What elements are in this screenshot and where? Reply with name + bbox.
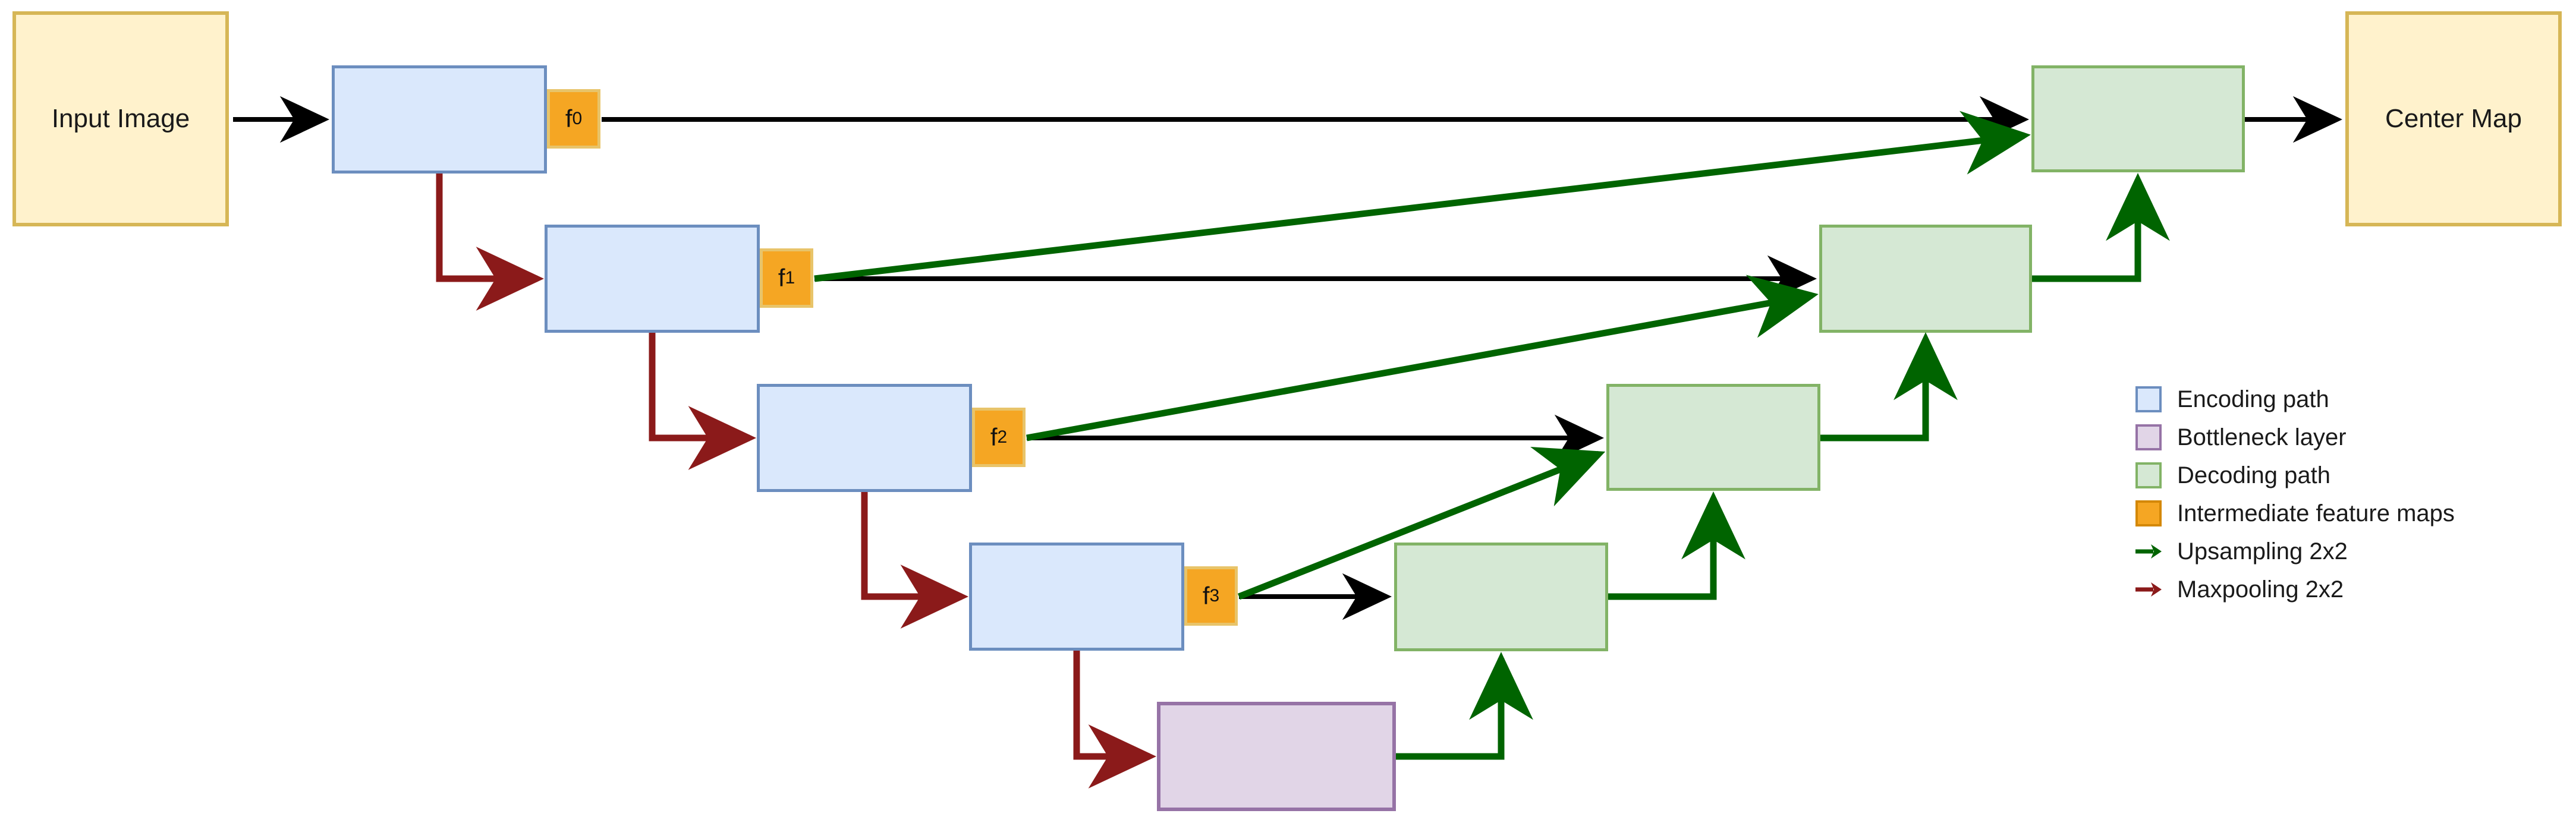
- feature-map-f1-base: f: [778, 264, 785, 292]
- edge-upsample-decoder3-to-decoder2: [1608, 491, 1745, 600]
- feature-map-f2-base: f: [990, 423, 998, 451]
- decoder-block-3: [1394, 543, 1608, 651]
- edge-maxpool-encoder1-to-encoder2: [649, 333, 757, 470]
- legend-item-decoding-path: Decoding path: [2135, 456, 2455, 494]
- legend-item-feature-maps: Intermediate feature maps: [2135, 494, 2455, 532]
- legend-item-bottleneck-layer: Bottleneck layer: [2135, 418, 2455, 456]
- decoder-block-0: [2031, 65, 2245, 172]
- edge-maxpool-encoder0-to-encoder1: [436, 174, 545, 311]
- legend-label-encoding-path: Encoding path: [2177, 386, 2329, 412]
- legend-label-feature-maps: Intermediate feature maps: [2177, 500, 2455, 526]
- edge-maxpool-encoder2-to-encoder3: [861, 492, 969, 629]
- legend-label-bottleneck-layer: Bottleneck layer: [2177, 424, 2347, 450]
- legend-label-upsampling: Upsampling 2x2: [2177, 538, 2348, 565]
- feature-maps-swatch-icon: [2135, 500, 2162, 526]
- decoding-path-swatch-icon: [2135, 462, 2162, 488]
- center-map-node: Center Map: [2345, 11, 2562, 226]
- bottleneck-block: [1157, 702, 1396, 811]
- encoder-block-2: [757, 384, 972, 492]
- input-image-node: Input Image: [12, 11, 229, 226]
- maxpooling-arrow-icon: [2135, 576, 2162, 603]
- upsampling-arrow-icon: [2135, 538, 2162, 565]
- legend: Encoding path Bottleneck layer Decoding …: [2135, 380, 2455, 608]
- encoder-block-1: [545, 225, 760, 333]
- legend-item-maxpooling: Maxpooling 2x2: [2135, 570, 2455, 608]
- input-image-label: Input Image: [51, 104, 190, 133]
- edge-upsample-f2-to-decoder1: [1026, 275, 1819, 442]
- decoder-block-1: [1819, 225, 2032, 333]
- legend-label-decoding-path: Decoding path: [2177, 462, 2330, 488]
- legend-item-encoding-path: Encoding path: [2135, 380, 2455, 418]
- edge-upsample-bottleneck-to-decoder3: [1396, 651, 1533, 760]
- encoder-block-0: [332, 65, 547, 174]
- edge-upsample-f1-to-decoder0: [814, 111, 2031, 282]
- encoding-path-swatch-icon: [2135, 386, 2162, 412]
- edge-upsample-decoder1-to-decoder0: [2032, 172, 2170, 282]
- edge-upsample-decoder2-to-decoder1: [1820, 332, 1958, 442]
- legend-label-maxpooling: Maxpooling 2x2: [2177, 576, 2344, 603]
- encoder-block-3: [969, 543, 1184, 651]
- bottleneck-layer-swatch-icon: [2135, 424, 2162, 450]
- center-map-label: Center Map: [2385, 104, 2522, 133]
- feature-map-f0-base: f: [565, 105, 573, 133]
- legend-item-upsampling: Upsampling 2x2: [2135, 532, 2455, 570]
- edge-upsample-f3-to-decoder2: [1237, 446, 1606, 600]
- decoder-block-2: [1606, 384, 1820, 491]
- edge-maxpool-encoder3-to-bottleneck: [1073, 651, 1157, 789]
- feature-map-f3-base: f: [1202, 582, 1210, 610]
